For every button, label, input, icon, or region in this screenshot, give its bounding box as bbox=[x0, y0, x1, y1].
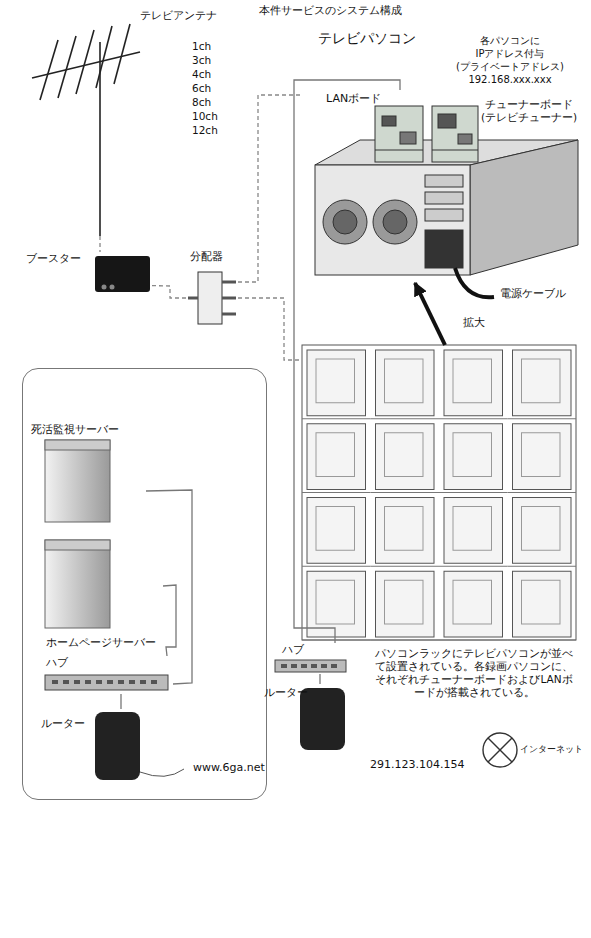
network-cable bbox=[294, 80, 400, 643]
edge-label: 拡大 bbox=[462, 316, 486, 330]
channel: 10ch bbox=[192, 110, 218, 124]
power-cable-drawing bbox=[455, 268, 494, 297]
pc-tower bbox=[371, 424, 440, 493]
antenna-cable bbox=[99, 236, 100, 252]
pc-tower bbox=[371, 350, 440, 419]
pc-rack-drawing bbox=[302, 345, 576, 640]
pc-tower bbox=[508, 571, 577, 640]
server-region: www.6ga.net 死活監視サーバーホームページサーバーハブルーター bbox=[22, 368, 267, 800]
pc-tower bbox=[302, 498, 371, 567]
channel: 6ch bbox=[192, 82, 211, 96]
pc-tower bbox=[439, 424, 508, 493]
splitter: 分配器 bbox=[188, 250, 238, 330]
tuner-board: チューナーボード (テレビチューナー) bbox=[430, 98, 583, 132]
web-server: ホームページサーバー bbox=[41, 536, 163, 653]
booster-drawing bbox=[95, 256, 150, 292]
pc-tower bbox=[508, 424, 577, 493]
network-cable bbox=[120, 694, 121, 709]
channel: 12ch bbox=[192, 124, 218, 138]
pc-tower bbox=[302, 424, 371, 493]
node-label: ホームページサーバー bbox=[46, 636, 156, 650]
antenna-drawing bbox=[32, 24, 140, 236]
node-label: パソコンラックにテレビパソコンが並べて設置されている。各録画パソコンに、それぞれ… bbox=[372, 647, 576, 700]
router: ルーター bbox=[39, 709, 146, 783]
pc-tower bbox=[371, 571, 440, 640]
network-cable bbox=[146, 490, 192, 684]
node-label: テレビパソコン bbox=[318, 30, 416, 48]
diagram-title: 本件サービスのシステム構成 bbox=[180, 4, 480, 18]
hub: ハブ bbox=[41, 656, 173, 694]
pc-rack: パソコンラックにテレビパソコンが並べて設置されている。各録画パソコンに、それぞれ… bbox=[302, 345, 576, 640]
node-label: テレビアンテナ bbox=[140, 9, 217, 23]
network-cable bbox=[319, 674, 320, 684]
lan-board: LANボード bbox=[322, 90, 430, 162]
pc-tower bbox=[508, 498, 577, 567]
part-name: 電源ケーブル bbox=[500, 287, 566, 301]
channel: 8ch bbox=[192, 96, 211, 110]
node-label: 死活監視サーバー bbox=[31, 423, 119, 437]
node-label: www.6ga.net bbox=[193, 761, 265, 775]
node-label: インターネット bbox=[520, 744, 583, 755]
pc-tower bbox=[371, 498, 440, 567]
router: ルーター 291.123.104.154 bbox=[258, 684, 470, 775]
pc-tower bbox=[439, 350, 508, 419]
antenna-cable bbox=[238, 95, 300, 282]
antenna-cable bbox=[152, 286, 188, 298]
node-label: ルーター bbox=[264, 686, 308, 700]
node-label: 分配器 bbox=[190, 250, 223, 264]
channel: 1ch bbox=[192, 40, 211, 54]
ip-note: 各パソコンに IPアドレス付与 (プライベートアドレス) 192.168.xxx… bbox=[445, 34, 575, 86]
node-label: LANボード bbox=[326, 92, 381, 106]
node-label: チューナーボード (テレビチューナー) bbox=[478, 98, 580, 124]
pc-tower bbox=[439, 498, 508, 567]
antenna-cable bbox=[238, 298, 302, 360]
monitor-server: 死活監視サーバー bbox=[29, 423, 146, 526]
pc-tower bbox=[302, 571, 371, 640]
board-drawings bbox=[375, 106, 478, 162]
channel: 3ch bbox=[192, 54, 211, 68]
node-label: ブースター bbox=[26, 252, 81, 266]
network-cable bbox=[163, 585, 176, 656]
pc-tower bbox=[439, 571, 508, 640]
channel: 4ch bbox=[192, 68, 211, 82]
hub-drawings bbox=[45, 660, 346, 690]
pc-tower bbox=[508, 350, 577, 419]
node-label: ハブ bbox=[46, 656, 68, 670]
internet: インターネット bbox=[482, 728, 588, 772]
booster: ブースター bbox=[92, 252, 152, 294]
zoom-arrow bbox=[415, 283, 445, 345]
splitter-drawing bbox=[188, 272, 236, 324]
tv-pc: テレビパソコン bbox=[300, 28, 440, 283]
internet-symbol bbox=[483, 733, 517, 767]
router-drawings bbox=[95, 688, 345, 780]
pc-tower bbox=[302, 350, 371, 419]
node-label: ルーター bbox=[41, 717, 85, 731]
server-drawings bbox=[45, 440, 110, 628]
ip-address: 291.123.104.154 bbox=[370, 758, 464, 772]
node-label: ハブ bbox=[282, 643, 304, 657]
hub: ハブ bbox=[272, 643, 348, 674]
